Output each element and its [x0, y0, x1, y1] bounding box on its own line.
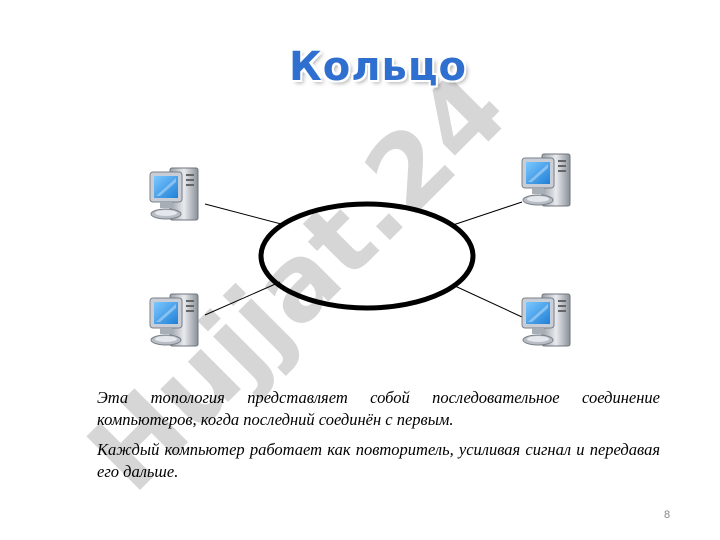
ring	[258, 201, 476, 311]
link-top-right	[449, 201, 523, 227]
link-top-left	[204, 203, 286, 226]
description: Эта топология представляет собой последо…	[97, 387, 660, 491]
link-bottom-right	[454, 285, 523, 318]
computer-icon	[149, 293, 199, 347]
paragraph-1: Эта топология представляет собой последо…	[97, 388, 660, 429]
computer-icon	[521, 153, 571, 207]
slide-title: Кольцо	[289, 44, 467, 90]
link-bottom-left	[204, 281, 281, 316]
paragraph-2: Каждый компьютер работает как повторител…	[97, 440, 660, 481]
page-number: 8	[664, 509, 671, 521]
computer-icon	[149, 167, 199, 221]
computer-icon	[521, 293, 571, 347]
